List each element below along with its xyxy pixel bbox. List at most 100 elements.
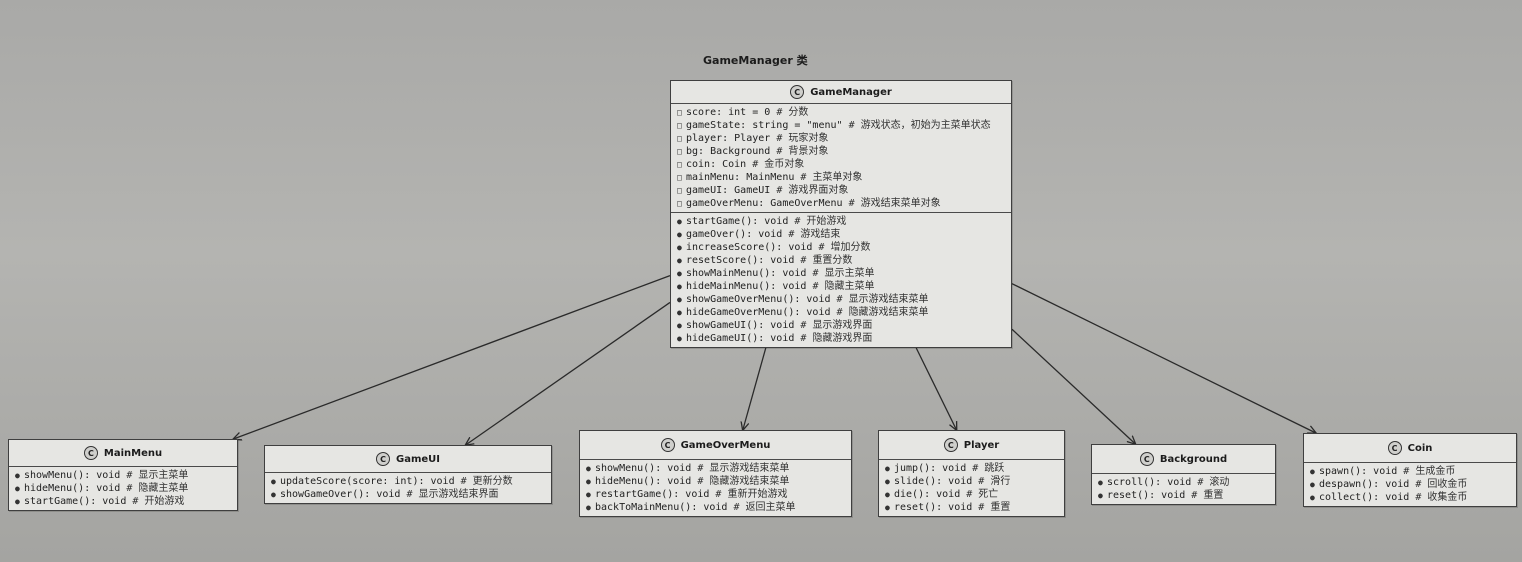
visibility-marker: □: [677, 121, 682, 130]
comment-marker: #: [794, 172, 813, 183]
class-member: □gameUI: GameUI # 游戏界面对象: [677, 184, 1005, 197]
class-member: ●scroll(): void # 滚动: [1098, 476, 1269, 489]
member-signature: hideGameUI(): void: [686, 333, 795, 344]
member-comment: 金币对象: [764, 159, 805, 170]
member-comment: 滚动: [1209, 477, 1230, 488]
visibility-marker: ●: [677, 217, 682, 226]
member-comment: 重置: [990, 502, 1011, 513]
visibility-marker: ●: [677, 321, 682, 330]
member-signature: coin: Coin: [686, 159, 747, 170]
class-name: GameOverMenu: [680, 439, 771, 451]
member-comment: 游戏结束菜单对象: [860, 198, 941, 209]
member-comment: 开始游戏: [806, 216, 847, 227]
member-comment: 显示主菜单: [824, 268, 875, 279]
class-member: ●showMainMenu(): void # 显示主菜单: [677, 267, 1005, 280]
member-signature: bg: Background: [686, 146, 771, 157]
member-signature: showGameOver(): void: [280, 489, 401, 500]
class-mainmenu[interactable]: C MainMenu ●showMenu(): void # 显示主菜单●hid…: [8, 439, 238, 511]
class-coin[interactable]: C Coin ●spawn(): void # 生成金币●despawn(): …: [1303, 433, 1517, 507]
member-signature: showMainMenu(): void: [686, 268, 807, 279]
class-gameui[interactable]: C GameUI ●updateScore(score: int): void …: [264, 445, 552, 504]
class-gameovermenu[interactable]: C GameOverMenu ●showMenu(): void # 显示游戏结…: [579, 430, 852, 517]
class-member: ●spawn(): void # 生成金币: [1310, 465, 1510, 478]
member-comment: 玩家对象: [788, 133, 829, 144]
member-comment: 主菜单对象: [812, 172, 863, 183]
class-member: ●resetScore(): void # 重置分数: [677, 254, 1005, 267]
member-signature: reset(): void: [1107, 490, 1186, 501]
member-comment: 显示游戏界面: [812, 320, 873, 331]
comment-marker: #: [966, 463, 985, 474]
class-member: ●showGameOver(): void # 显示游戏结束界面: [271, 488, 545, 501]
comment-marker: #: [1409, 492, 1428, 503]
association-arrow: [743, 347, 767, 430]
member-comment: 分数: [788, 107, 809, 118]
class-member: ●showGameUI(): void # 显示游戏界面: [677, 319, 1005, 332]
comment-marker: #: [126, 496, 145, 507]
association-arrow: [233, 275, 671, 439]
class-icon: C: [83, 446, 98, 460]
visibility-marker: □: [677, 108, 682, 117]
visibility-marker: ●: [677, 334, 682, 343]
member-comment: 显示游戏结束菜单: [709, 463, 790, 474]
class-name: GameUI: [396, 453, 440, 465]
class-icon: C: [943, 438, 958, 452]
class-member: ●backToMainMenu(): void # 返回主菜单: [586, 501, 845, 514]
visibility-marker: ●: [1098, 491, 1103, 500]
member-signature: mainMenu: MainMenu: [686, 172, 795, 183]
class-icon: C: [1139, 452, 1154, 466]
visibility-marker: □: [677, 134, 682, 143]
comment-marker: #: [794, 333, 813, 344]
class-player[interactable]: C Player ●jump(): void # 跳跃●slide(): voi…: [878, 430, 1065, 517]
class-header: C Background: [1092, 445, 1275, 474]
visibility-marker: ●: [586, 477, 591, 486]
comment-marker: #: [1397, 466, 1416, 477]
visibility-marker: ●: [586, 490, 591, 499]
member-comment: 更新分数: [472, 476, 513, 487]
class-name: Background: [1159, 453, 1228, 465]
visibility-marker: ●: [885, 477, 890, 486]
comment-marker: #: [770, 107, 789, 118]
class-background[interactable]: C Background ●scroll(): void # 滚动 ● reset(…: [1091, 444, 1276, 505]
methods-compartment: ●showMenu(): void # 显示游戏结束菜单●hideMenu():…: [580, 460, 851, 516]
visibility-marker: □: [677, 147, 682, 156]
member-comment: 隐藏主菜单: [138, 483, 189, 494]
visibility-marker: ●: [885, 464, 890, 473]
visibility-marker: □: [677, 199, 682, 208]
class-member: ●reset(): void # 重置: [1098, 489, 1269, 502]
comment-marker: #: [454, 476, 473, 487]
visibility-marker: ●: [15, 484, 20, 493]
comment-marker: #: [400, 489, 419, 500]
member-signature: gameOverMenu: GameOverMenu: [686, 198, 843, 209]
member-comment: 隐藏游戏结束菜单: [848, 307, 929, 318]
visibility-marker: ●: [677, 230, 682, 239]
comment-marker: #: [782, 229, 801, 240]
class-gamemanager[interactable]: C GameManager □score: int = 0 # 分数□gameS…: [670, 80, 1012, 348]
member-comment: 游戏结束: [800, 229, 841, 240]
member-comment: 游戏界面对象: [788, 185, 849, 196]
class-member: □gameState: string = "menu" # 游戏状态，初始为主菜…: [677, 119, 1005, 132]
comment-marker: #: [812, 242, 831, 253]
member-signature: backToMainMenu(): void: [595, 502, 728, 513]
visibility-marker: ●: [1310, 493, 1315, 502]
member-comment: 显示游戏结束菜单: [848, 294, 929, 305]
visibility-marker: ●: [1310, 467, 1315, 476]
comment-marker: #: [960, 489, 979, 500]
visibility-marker: ●: [677, 308, 682, 317]
comment-marker: #: [842, 198, 861, 209]
comment-marker: #: [788, 216, 807, 227]
class-member: ●collect(): void # 收集金币: [1310, 491, 1510, 504]
methods-compartment: ●updateScore(score: int): void # 更新分数●sh…: [265, 473, 551, 503]
member-signature: jump(): void: [894, 463, 967, 474]
member-signature: showMenu(): void: [24, 470, 121, 481]
member-signature: increaseScore(): void: [686, 242, 813, 253]
member-signature: gameState: string = "menu": [686, 120, 843, 131]
member-signature: showMenu(): void: [595, 463, 692, 474]
class-icon: C: [1387, 441, 1402, 455]
member-comment: 收集金币: [1427, 492, 1468, 503]
class-member: ●gameOver(): void # 游戏结束: [677, 228, 1005, 241]
visibility-marker: ●: [586, 503, 591, 512]
comment-marker: #: [794, 320, 813, 331]
class-member: ●updateScore(score: int): void # 更新分数: [271, 475, 545, 488]
methods-compartment: ●jump(): void # 跳跃●slide(): void # 滑行●di…: [879, 460, 1064, 516]
methods-compartment: ●showMenu(): void # 显示主菜单●hideMenu(): vo…: [9, 467, 237, 510]
